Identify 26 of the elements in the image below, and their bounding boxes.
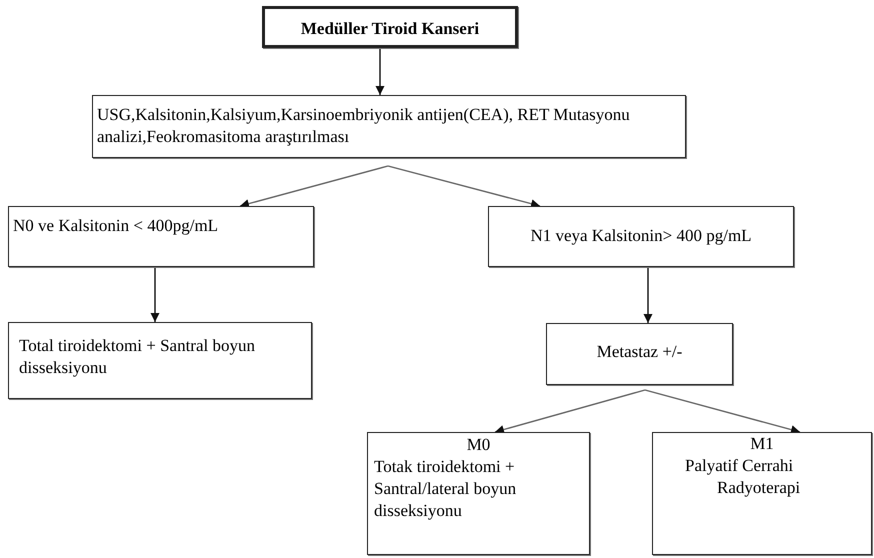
arrow [494,389,646,434]
process-box [8,322,312,399]
box-text: Metastaz +/- [596,341,684,363]
process-box [367,432,590,555]
arrow [644,267,652,323]
box-text: Total tiroidektomi + Santral boyun disseksiyonu [19,335,256,380]
arrow [240,165,388,208]
box-text: Medüller Tiroid Kanseri [300,18,480,40]
box-text: Palyatif Cerrahi [684,455,794,478]
box-text: Totak tiroidektomi + Santral/lateral boyun disseksiyonu [374,456,518,522]
process-box [488,206,794,267]
box-text: N1 veya Kalsitonin> 400 pg/mL [529,225,753,247]
arrow [150,267,160,322]
box-text: N0 ve Kalsitonin < 400pg/mL [13,215,220,237]
process-box [546,323,733,385]
box-text: USG,Kalsitonin,Kalsiyum,Karsinoembriyonik antijen(CEA), RET Mutasyonu analizi,Feokromasitoma araştırılması [97,104,631,148]
process-box [8,206,314,267]
arrow [376,48,384,95]
process-box [92,95,686,158]
box-text: Radyoterapi [716,477,802,500]
process-box [262,6,518,48]
box-text: M1 [749,433,775,455]
arrow [644,389,800,434]
process-box [652,432,872,555]
arrow [388,165,540,208]
box-text: M0 [466,434,492,456]
